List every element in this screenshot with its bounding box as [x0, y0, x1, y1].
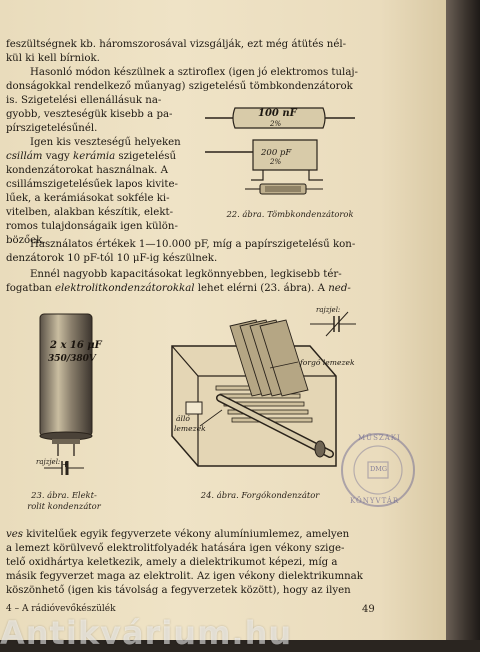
figure-23-electrolytic-capacitor [39, 313, 93, 475]
text-line: donságokkal rendelkező műanyag) szigetel… [6, 81, 353, 92]
symbol-label: rajzjel: [36, 458, 61, 466]
library-stamp [341, 433, 415, 507]
text-line: csillámszigetelésűek lapos kivite- [6, 179, 178, 190]
italic-term: ves [6, 529, 24, 540]
stator-plates-label: álló [176, 414, 190, 423]
capacitor-tolerance: 2% [270, 120, 282, 128]
italic-term: ned- [328, 283, 351, 294]
capacitor-tolerance: 2% [270, 158, 282, 166]
can-label: 2 x 16 μF [50, 340, 102, 351]
text-line: fogatban elektrolitkondenzátorokkal lehe… [6, 282, 426, 296]
figure-caption: 23. ábra. Elekt- [31, 490, 97, 500]
text-line: pírszigetelésűnél. [6, 123, 98, 134]
page-number: 49 [362, 604, 375, 615]
text-line: bözőek. [6, 235, 46, 246]
text-line: romos tulajdonságaik igen külön- [6, 221, 178, 232]
italic-term: csillám [6, 151, 43, 162]
stamp-text: KÖNYVTÁR [350, 497, 400, 505]
italic-term: elektrolitkondenzátorokkal [55, 283, 195, 294]
text-line: ves kivitelűek egyik fegyverzete vékony … [6, 528, 426, 542]
figure-24-variable-capacitor [171, 311, 356, 467]
text-line: kül ki kell bírniok. [6, 53, 100, 64]
text-line: csillám vagy kerámia szigetelésű [6, 150, 201, 164]
text-line: vitelben, alakban készítik, elekt- [6, 207, 174, 218]
rotor-plates-label: forgó lemezek [300, 358, 355, 367]
text-span: vagy [42, 151, 74, 162]
text-line: a lemezt körülvevő elektrolitfolyadék ha… [6, 543, 345, 554]
symbol-label: rajzjel: [316, 306, 341, 314]
text-line: is. Szigetelési ellenállásuk na- [6, 95, 162, 106]
stamp-text: DMG [370, 465, 388, 473]
text-line: gyobb, veszteségük kisebb a pa- [6, 109, 173, 120]
figure-caption: rolit kondenzátor [27, 501, 101, 511]
watermark: Antikvárium.hu [0, 614, 293, 652]
text-span: lehet elérni (23. ábra). A [194, 283, 329, 294]
text-line: Igen kis veszteségű helyeken [30, 137, 181, 148]
text-line: Hasonló módon készülnek a sztiroflex (ig… [30, 67, 358, 78]
text-line: másik fegyverzet maga az elektrolit. Az … [6, 571, 363, 582]
plus-sign: + [62, 460, 69, 469]
text-line: Ennél nagyobb kapacitásokat legkönnyebbe… [30, 269, 342, 280]
text-line: denzátorok 10 pF-tól 10 μF-ig készülnek. [6, 253, 218, 264]
figure-22-capacitors [205, 107, 355, 195]
text-span: kivitelűek egyik fegyverzete vékony alum… [23, 529, 350, 540]
figure-caption: 22. ábra. Tömbkondenzátorok [226, 209, 354, 219]
can-label: 350/380V [48, 354, 96, 364]
book-page: feszültségnek kb. háromszorosával vizsgá… [0, 0, 446, 640]
text-line: köszönhető (igen kis távolság a fegyverz… [6, 585, 351, 596]
text-span: szigetelésű [115, 151, 177, 162]
figure-caption: 24. ábra. Forgókondenzátor [200, 490, 320, 500]
text-line: telő oxidhártya keletkezik, amely a diel… [6, 557, 338, 568]
capacitor-label: 100 nF [258, 108, 297, 119]
capacitor-label: 200 pF [261, 148, 292, 158]
text-span: fogatban [6, 283, 55, 294]
text-line: feszültségnek kb. háromszorosával vizsgá… [6, 39, 347, 50]
italic-term: kerámia [73, 151, 116, 162]
text-line: Használatos értékek 1—10.000 pF, míg a p… [30, 239, 356, 250]
text-line: kondenzátorokat használnak. A [6, 165, 168, 176]
stator-plates-label: lemezek [174, 424, 206, 433]
stamp-text: MŰSZAKI [358, 434, 401, 442]
text-line: lűek, a kerámiásokat sokféle ki- [6, 193, 170, 204]
footer-signature: 4 – A rádióvevőkészülék [6, 604, 116, 614]
book-spine-shadow [446, 0, 480, 640]
